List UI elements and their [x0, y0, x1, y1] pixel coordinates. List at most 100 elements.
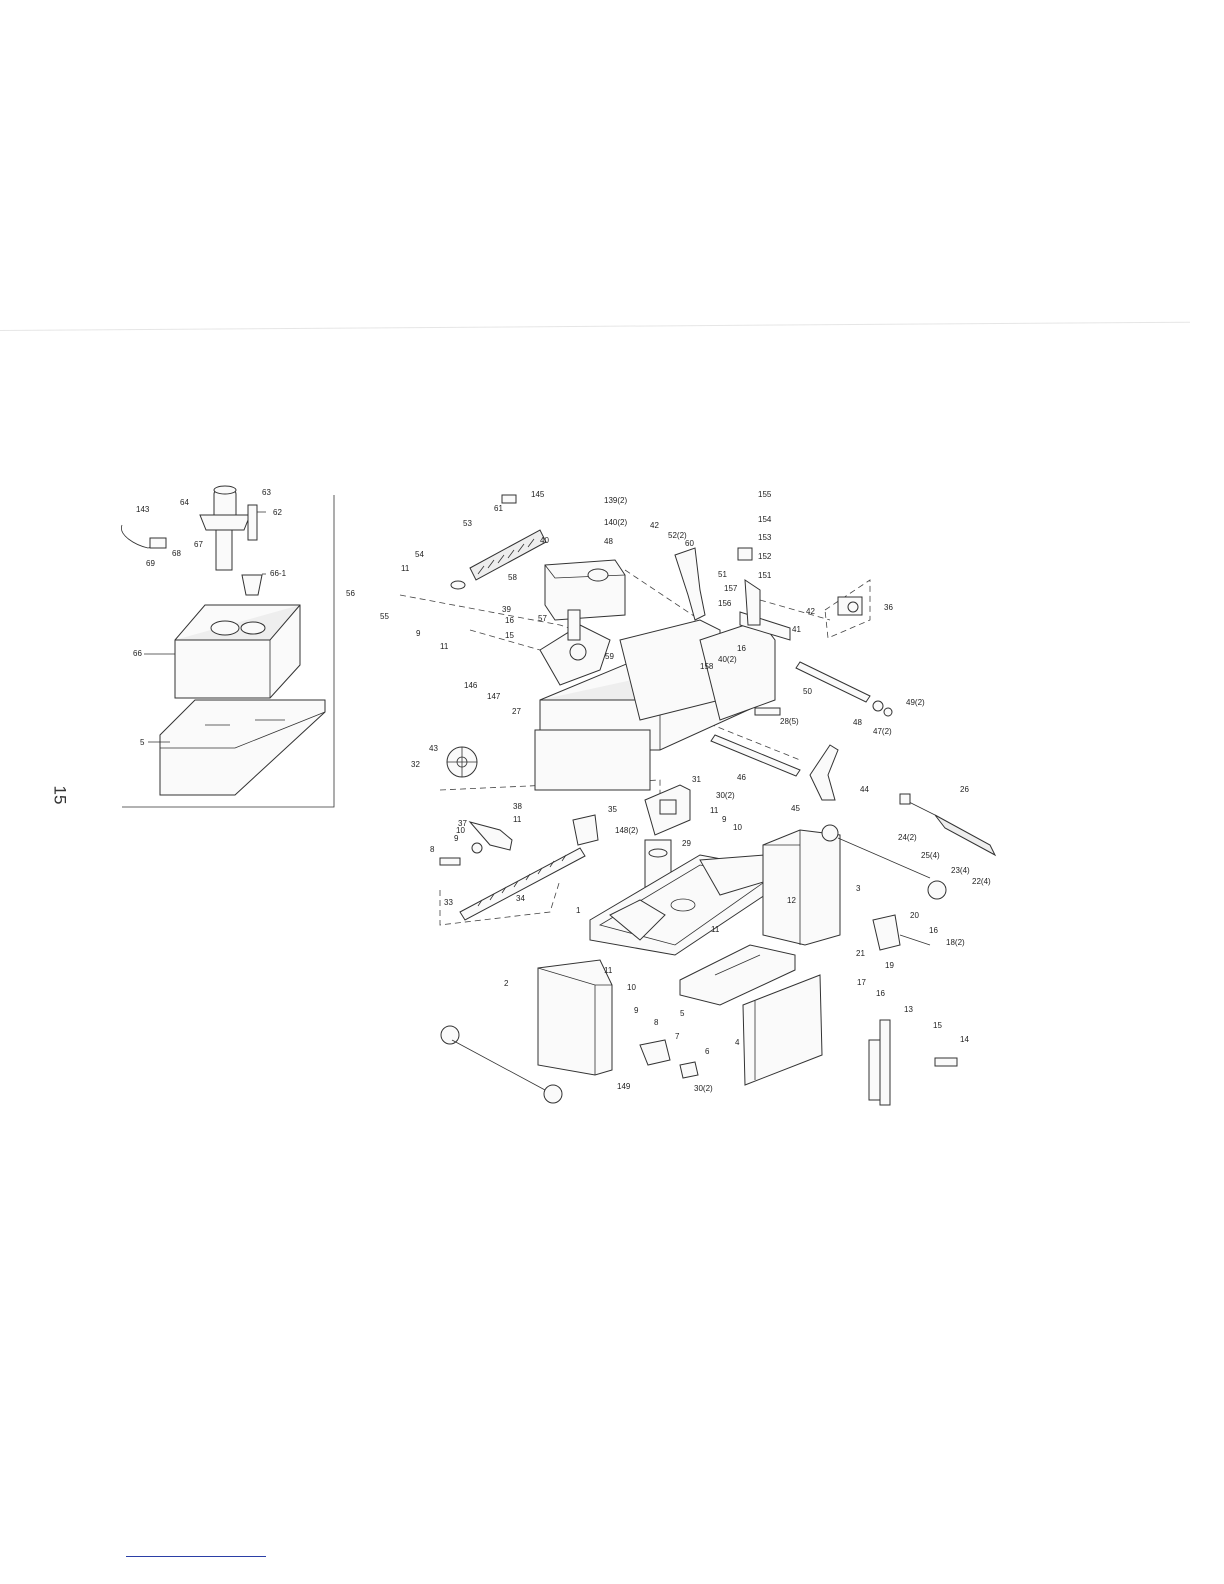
- label-8-a: 8: [430, 845, 435, 854]
- block-152: [737, 547, 753, 561]
- bolt-61: [501, 494, 517, 504]
- switch-box: [149, 537, 167, 549]
- label-158: 158: [700, 662, 714, 671]
- inset-labels: 143 64 63 62 67 68 69 66-1 66 5: [133, 488, 287, 747]
- label-19: 19: [885, 961, 894, 970]
- label-16-a: 16: [505, 616, 514, 625]
- bracket-7: [639, 1039, 671, 1066]
- label-15-a: 15: [505, 631, 514, 640]
- label-14: 14: [960, 1035, 969, 1044]
- label-11-f: 11: [604, 966, 613, 975]
- washer-10: [471, 842, 483, 854]
- main-assembly: [399, 494, 997, 1106]
- label-10-a: 10: [456, 826, 465, 835]
- wheel-right-1: [821, 824, 839, 842]
- label-1: 1: [576, 906, 581, 915]
- label-37: 37: [458, 819, 467, 828]
- label-24: 24(2): [898, 833, 917, 842]
- spring-hook: [450, 580, 466, 590]
- label-29: 29: [682, 839, 691, 848]
- footer-rule: [126, 1556, 266, 1557]
- label-23: 23(4): [951, 866, 970, 875]
- label-51: 51: [718, 570, 727, 579]
- bolt-14: [934, 1057, 958, 1067]
- callout-box-leadscrew: [439, 879, 561, 926]
- label-43: 43: [429, 744, 438, 753]
- label-156: 156: [718, 599, 732, 608]
- switch-knob: [847, 601, 859, 613]
- label-16-d: 16: [876, 989, 885, 998]
- vise-jaw-58: [544, 559, 626, 621]
- tank-hole-1: [210, 620, 240, 636]
- pump-top: [213, 485, 237, 495]
- assembly-line-2: [469, 629, 541, 651]
- label-147: 147: [487, 692, 501, 701]
- label-66: 66: [133, 649, 142, 658]
- wheel-left-2: [543, 1084, 563, 1104]
- nut-block-35: [572, 814, 599, 846]
- label-151: 151: [758, 571, 772, 580]
- label-57: 57: [538, 614, 547, 623]
- mount-plate: [659, 799, 677, 815]
- label-9-a: 9: [416, 629, 421, 638]
- page-number: 15: [50, 785, 70, 805]
- label-11-c: 11: [513, 815, 522, 824]
- assembly-line-5: [699, 719, 801, 761]
- nut-48: [872, 700, 884, 712]
- shelf-slot: [714, 954, 761, 976]
- label-47: 47(2): [873, 727, 892, 736]
- label-36: 36: [884, 603, 893, 612]
- label-16-c: 16: [929, 926, 938, 935]
- label-34: 34: [516, 894, 525, 903]
- pump-pipe: [247, 504, 258, 541]
- label-11-a: 11: [401, 564, 410, 573]
- filter-cup: [241, 574, 263, 596]
- label-9-b: 9: [454, 834, 459, 843]
- bolt-8: [439, 857, 461, 866]
- leg-3: [762, 829, 841, 946]
- label-9-c: 9: [722, 815, 727, 824]
- label-38: 38: [513, 802, 522, 811]
- frame-hole: [670, 898, 696, 912]
- swivel-knob: [569, 643, 587, 661]
- label-18: 18(2): [946, 938, 965, 947]
- label-139: 139(2): [604, 496, 627, 505]
- plug: [899, 793, 911, 805]
- label-30-b: 30(2): [694, 1084, 713, 1093]
- leg-3-edge: [763, 830, 801, 945]
- label-40-top: 40: [540, 536, 549, 545]
- label-8-b: 8: [654, 1018, 659, 1027]
- label-2: 2: [504, 979, 509, 988]
- label-12: 12: [787, 896, 796, 905]
- bolt-28: [754, 707, 781, 716]
- label-22: 22(4): [972, 877, 991, 886]
- leg-2-edge: [537, 967, 612, 1075]
- frame-bracket: [609, 899, 666, 941]
- pin-19: [899, 934, 931, 946]
- label-27: 27: [512, 707, 521, 716]
- label-40-b: 40(2): [718, 655, 737, 664]
- label-33: 33: [444, 898, 453, 907]
- label-68: 68: [172, 549, 181, 558]
- label-35: 35: [608, 805, 617, 814]
- label-48-top: 48: [604, 537, 613, 546]
- label-55: 55: [380, 612, 389, 621]
- label-45: 45: [791, 804, 800, 813]
- axle-left: [451, 1039, 546, 1091]
- inset-leaders: [144, 511, 266, 743]
- label-28: 28(5): [780, 717, 799, 726]
- spring-coils: [477, 538, 535, 575]
- rod-46: [710, 734, 801, 777]
- callout-box-vise: [439, 779, 661, 808]
- label-20: 20: [910, 911, 919, 920]
- shelf-5: [679, 944, 796, 1006]
- leg-2: [537, 959, 613, 1076]
- label-54: 54: [415, 550, 424, 559]
- handle-45: [809, 744, 839, 801]
- leadscrew-threads: [477, 854, 567, 907]
- label-11-b: 11: [440, 642, 449, 651]
- inset-base-tray: [159, 699, 326, 796]
- label-59: 59: [605, 652, 614, 661]
- label-26: 26: [960, 785, 969, 794]
- label-31: 31: [692, 775, 701, 784]
